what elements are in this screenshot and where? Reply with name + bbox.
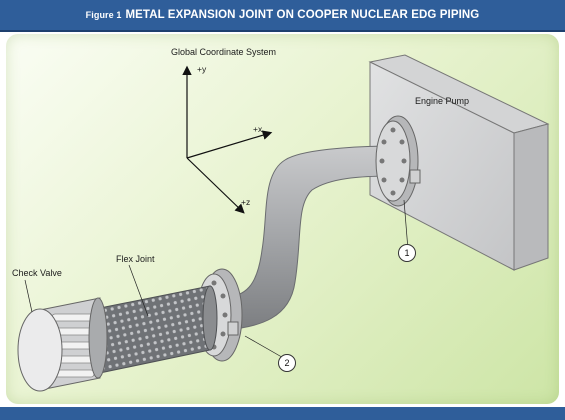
check-valve-label: Check Valve [12,268,62,278]
flange-1 [375,115,421,207]
flex-joint-label: Flex Joint [116,254,155,264]
engine-pump-box [368,54,550,271]
callout-1: 1 [398,244,416,262]
check-valve [17,297,108,392]
callout-2: 2 [278,354,296,372]
bottom-bar [0,407,565,420]
axis-z-label: +z [241,197,251,207]
engine-pump-label: Engine Pump [415,96,470,106]
axis-x-label: +x [253,124,263,134]
flex-joint-braid [94,285,218,375]
axis-y-label: +y [197,64,207,74]
pipe-run [224,145,396,331]
figure-number: Figure 1 [85,10,122,20]
leader-lines [24,199,409,361]
coordinate-system-label: Global Coordinate System [171,47,277,57]
figure-title-text: METAL EXPANSION JOINT ON COOPER NUCLEAR … [125,9,480,21]
coordinate-axes [182,65,273,214]
